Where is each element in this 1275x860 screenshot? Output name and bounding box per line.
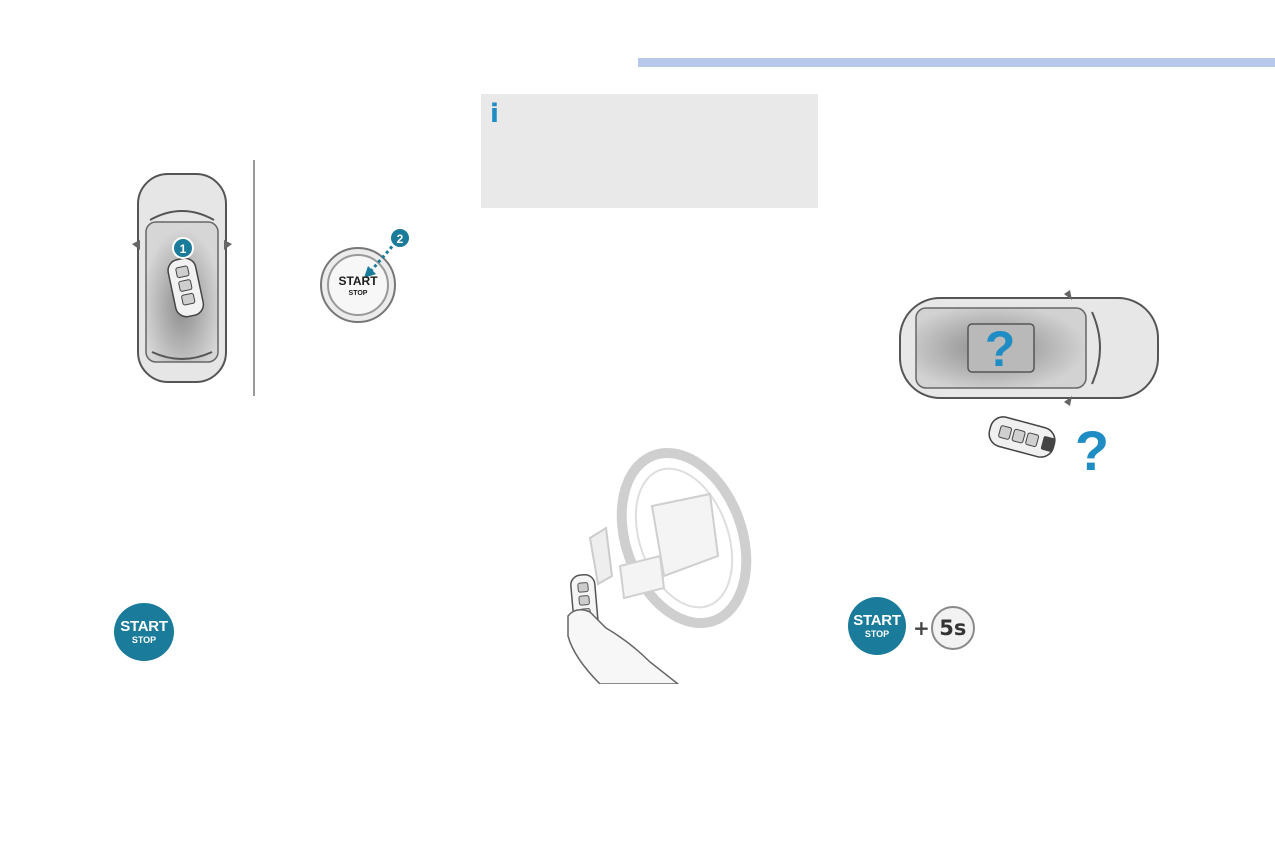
car-top-view-icon: 1 bbox=[132, 173, 232, 383]
figure-divider bbox=[253, 160, 255, 396]
hold-duration: + 5s bbox=[913, 606, 975, 650]
start-label: START bbox=[120, 618, 168, 635]
start-stop-badge-hold: START STOP bbox=[848, 597, 906, 655]
step-2-label: 2 bbox=[397, 232, 404, 246]
header-band bbox=[638, 58, 1275, 67]
plus-sign: + bbox=[913, 616, 930, 640]
question-mark-key: ? bbox=[1075, 419, 1109, 474]
timer-icon: 5s bbox=[930, 606, 975, 650]
hold-time: 5s bbox=[939, 616, 967, 640]
start-stop-badge: START STOP bbox=[114, 603, 174, 661]
car-key-not-detected-icon: ? ? bbox=[899, 290, 1159, 474]
stop-label-hold: STOP bbox=[864, 629, 890, 639]
steering-wheel-key-icon bbox=[567, 447, 752, 684]
button-sublabel: STOP bbox=[349, 290, 368, 297]
info-icon: i bbox=[490, 99, 499, 129]
question-mark-car: ? bbox=[985, 321, 1016, 377]
start-label-hold: START bbox=[853, 612, 901, 629]
info-box: i bbox=[481, 94, 818, 208]
stop-label: STOP bbox=[131, 635, 157, 645]
step-1-label: 1 bbox=[180, 242, 187, 256]
button-label: START bbox=[338, 274, 378, 288]
start-stop-button-icon: 2 START STOP bbox=[320, 229, 409, 323]
